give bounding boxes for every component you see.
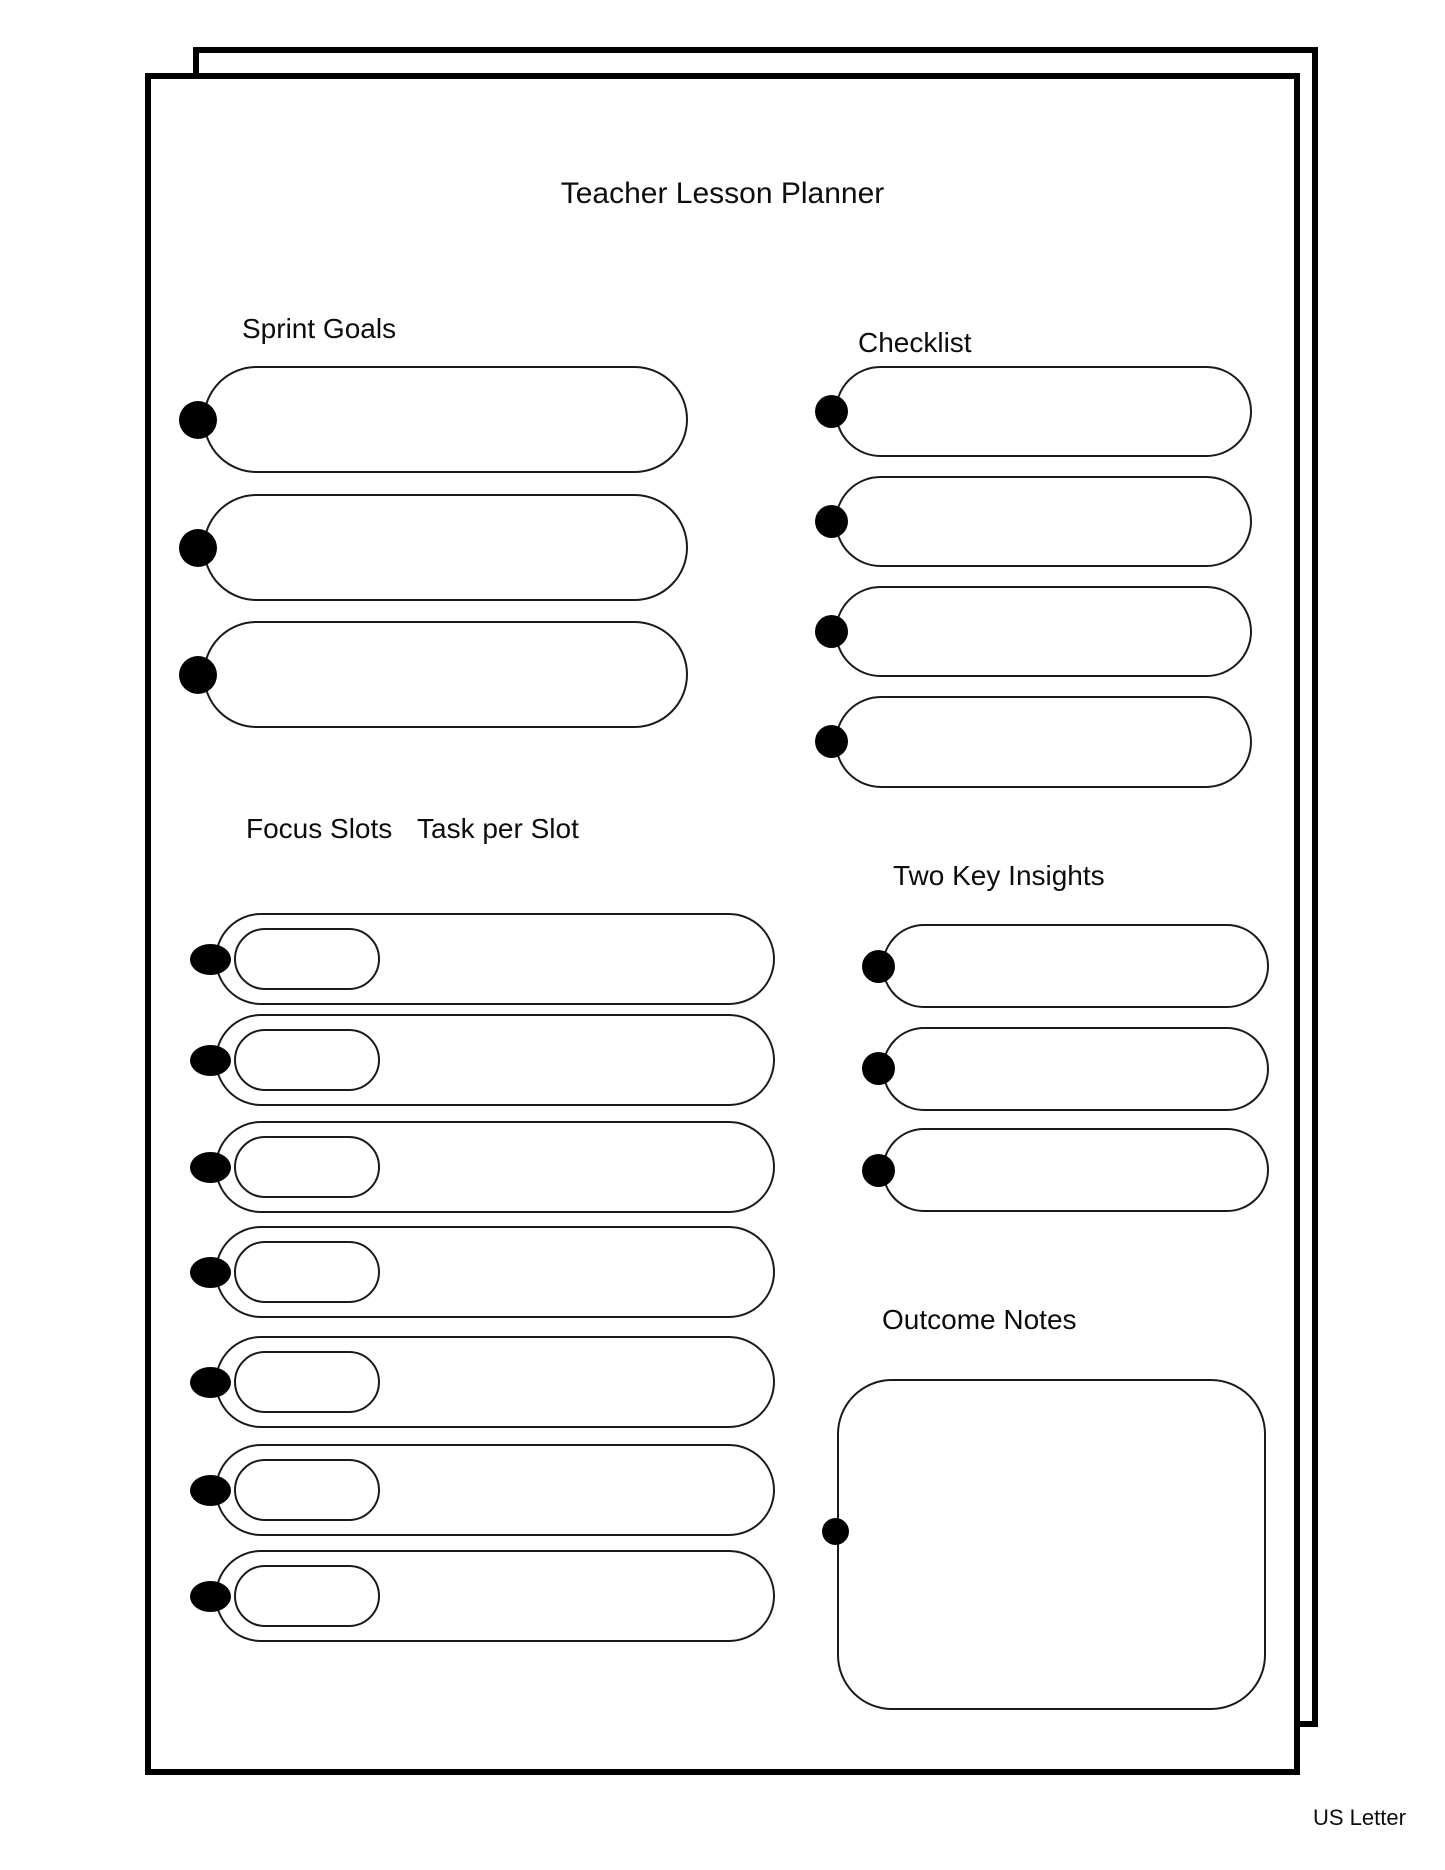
bullet-dot-icon xyxy=(190,944,231,975)
focus-slot-time-field[interactable] xyxy=(234,1459,380,1521)
bullet-dot-icon xyxy=(822,1518,849,1545)
checklist-item-field[interactable] xyxy=(835,366,1252,457)
bullet-dot-icon xyxy=(190,1045,231,1076)
focus-slot-time-field[interactable] xyxy=(234,1029,380,1091)
insight-field[interactable] xyxy=(882,1027,1269,1111)
focus-slot-time-field[interactable] xyxy=(234,1241,380,1303)
insight-field[interactable] xyxy=(882,1128,1269,1212)
bullet-dot-icon xyxy=(179,401,217,439)
bullet-dot-icon xyxy=(815,725,848,758)
bullet-dot-icon xyxy=(190,1367,231,1398)
focus-slot-time-field[interactable] xyxy=(234,1565,380,1627)
checklist-heading: Checklist xyxy=(858,327,972,358)
focus-slot-time-field[interactable] xyxy=(234,928,380,990)
outcome-notes-heading: Outcome Notes xyxy=(882,1304,1077,1335)
outcome-notes-field[interactable] xyxy=(837,1379,1266,1710)
focus-slot-time-field[interactable] xyxy=(234,1351,380,1413)
bullet-dot-icon xyxy=(815,505,848,538)
sprint-goal-field[interactable] xyxy=(203,366,688,473)
checklist-item-field[interactable] xyxy=(835,476,1252,567)
bullet-dot-icon xyxy=(190,1475,231,1506)
checklist-item-field[interactable] xyxy=(835,586,1252,677)
bullet-dot-icon xyxy=(190,1152,231,1183)
task-per-slot-heading: Task per Slot xyxy=(417,813,579,844)
checklist-item-field[interactable] xyxy=(835,696,1252,788)
bullet-dot-icon xyxy=(190,1257,231,1288)
page-title: Teacher Lesson Planner xyxy=(560,177,885,210)
insights-heading: Two Key Insights xyxy=(893,860,1105,891)
bullet-dot-icon xyxy=(179,656,217,694)
sprint-goals-heading: Sprint Goals xyxy=(242,313,397,344)
focus-slot-time-field[interactable] xyxy=(234,1136,380,1198)
bullet-dot-icon xyxy=(862,1052,895,1085)
focus-slots-heading: Focus Slots xyxy=(246,813,393,844)
bullet-dot-icon xyxy=(190,1581,231,1612)
bullet-dot-icon xyxy=(179,529,217,567)
sprint-goal-field[interactable] xyxy=(203,621,688,728)
bullet-dot-icon xyxy=(815,615,848,648)
insight-field[interactable] xyxy=(882,924,1269,1008)
sprint-goal-field[interactable] xyxy=(203,494,688,601)
bullet-dot-icon xyxy=(815,395,848,428)
bullet-dot-icon xyxy=(862,950,895,983)
paper-size-label: US Letter xyxy=(1313,1805,1406,1830)
bullet-dot-icon xyxy=(862,1154,895,1187)
